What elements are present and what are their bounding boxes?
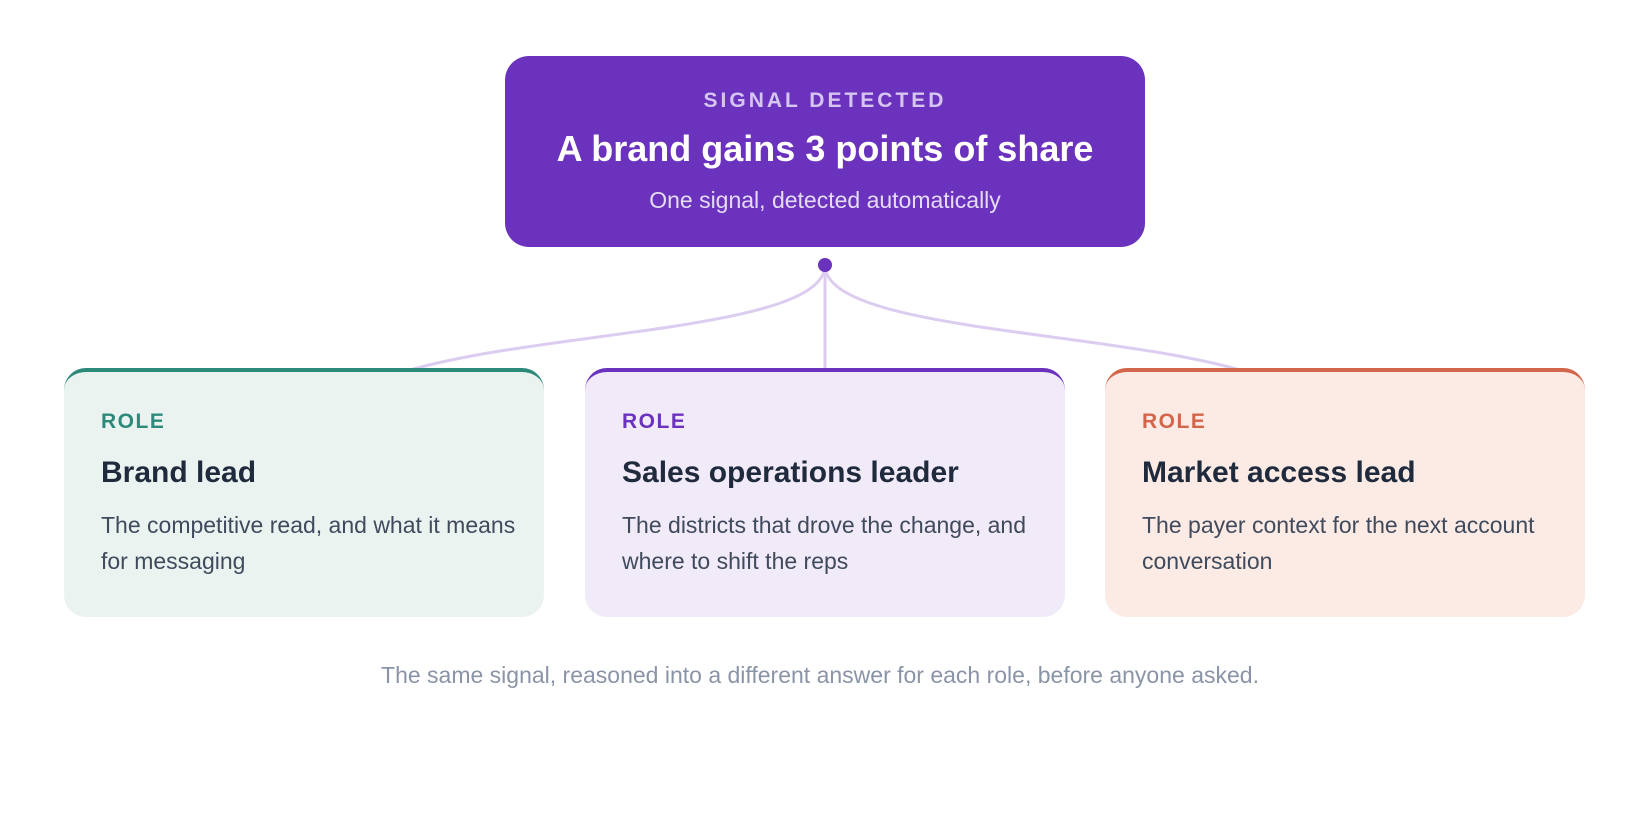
role-title: Brand lead xyxy=(101,456,257,489)
role-eyebrow: ROLE xyxy=(1142,410,1207,433)
signal-subtitle: One signal, detected automatically xyxy=(649,187,1001,213)
role-eyebrow: ROLE xyxy=(622,410,687,433)
connector-to-market-access-lead xyxy=(823,264,1241,372)
role-card-brand-lead: ROLE Brand lead The competitive read, an… xyxy=(64,368,544,617)
signal-title: A brand gains 3 points of share xyxy=(556,128,1094,169)
role-description: The competitive read, and what it means … xyxy=(101,512,516,574)
role-title: Sales operations leader xyxy=(622,456,959,489)
role-card-market-access-lead: ROLE Market access lead The payer contex… xyxy=(1105,368,1585,617)
role-eyebrow: ROLE xyxy=(101,410,166,433)
role-title: Market access lead xyxy=(1142,456,1416,489)
role-description: The payer context for the next account c… xyxy=(1142,512,1535,574)
connector-origin-dot xyxy=(818,258,832,272)
signal-card: SIGNAL DETECTED A brand gains 3 points o… xyxy=(505,56,1145,247)
footer-caption: The same signal, reasoned into a differe… xyxy=(381,662,1259,688)
role-card-sales-operations-leader: ROLE Sales operations leader The distric… xyxy=(585,368,1065,617)
connector-to-brand-lead xyxy=(409,264,827,372)
signal-eyebrow: SIGNAL DETECTED xyxy=(703,89,947,112)
role-description: The districts that drove the change, and… xyxy=(622,512,1027,574)
